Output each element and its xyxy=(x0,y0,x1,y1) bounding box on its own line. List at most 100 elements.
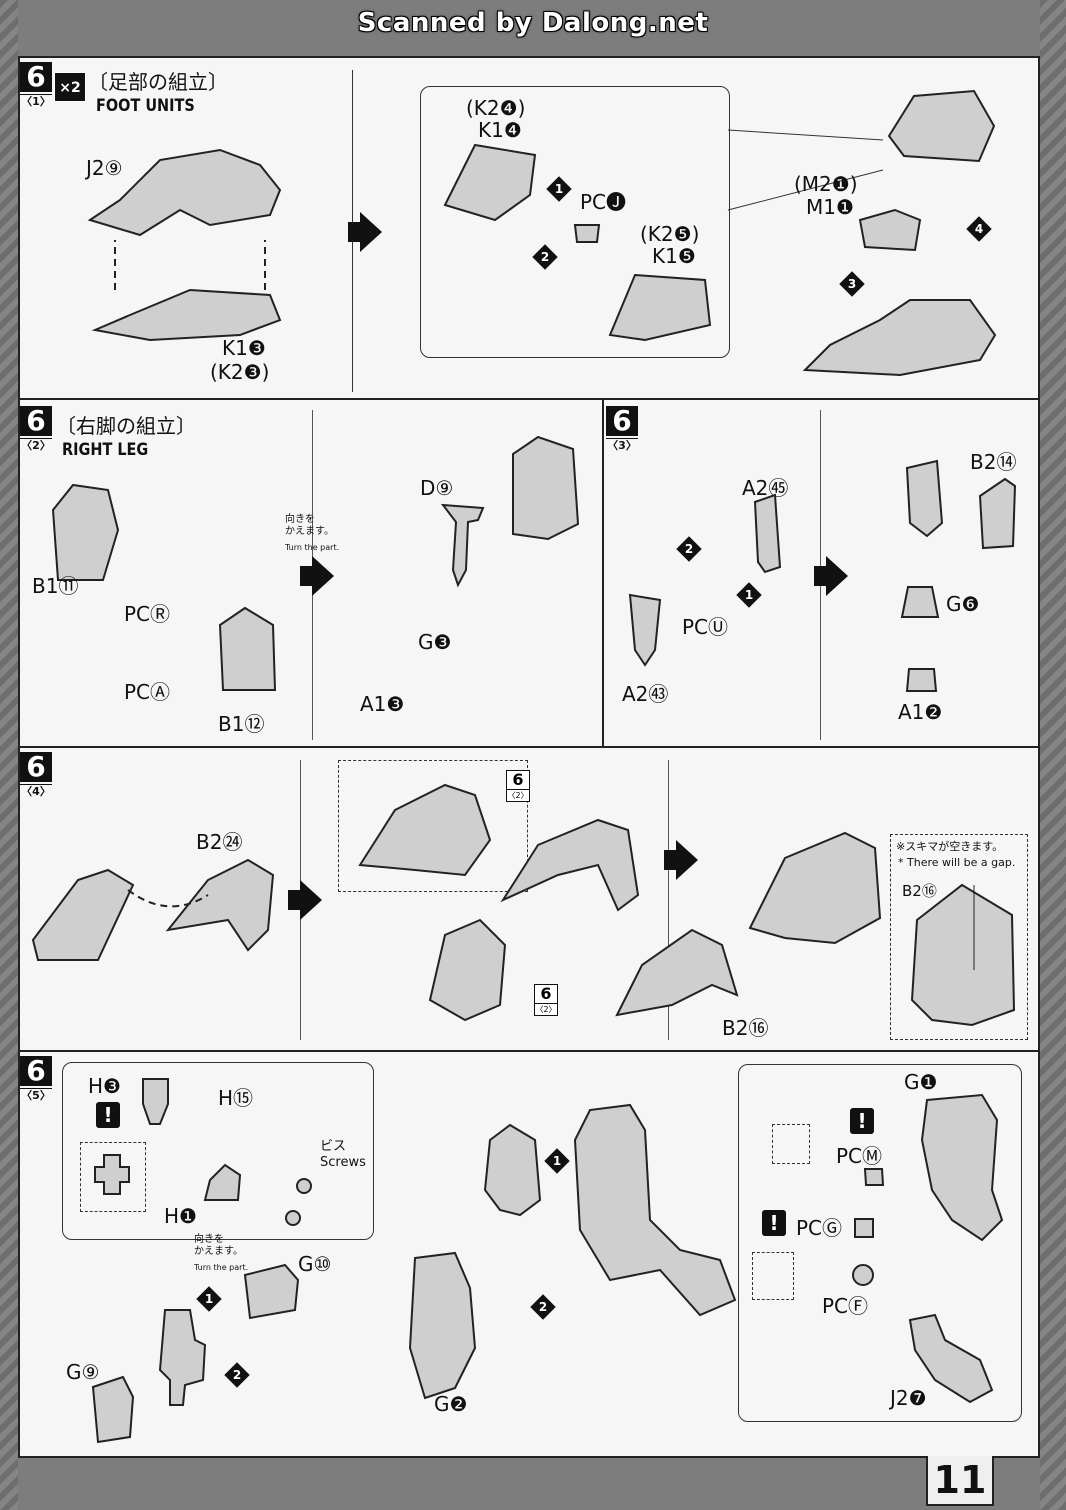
part-label-a2-45: A2㊺ xyxy=(742,476,789,500)
part-label-k2-5: (K2❺) xyxy=(640,222,700,246)
divider-1 xyxy=(18,398,1038,400)
part-label-b2-24: B2㉔ xyxy=(196,830,243,854)
section-title-jp: 〔右脚の組立〕 xyxy=(56,414,196,438)
turn-note-en: Turn the part. xyxy=(285,543,340,552)
warning-icon: ! xyxy=(96,1102,120,1128)
divider-2 xyxy=(18,746,1038,748)
leg-subassembly xyxy=(358,783,492,877)
part-label-pc-u: PCⓊ xyxy=(682,615,729,639)
ankle-guard-part xyxy=(753,493,782,574)
pc-m-part xyxy=(863,1168,885,1186)
screw-icon xyxy=(296,1178,312,1194)
order-marker-1: 1 xyxy=(736,582,762,608)
foot-cover-part xyxy=(608,273,712,342)
part-label-pc-a: PCⒶ xyxy=(124,680,171,704)
order-marker-2: 2 xyxy=(532,244,558,270)
part-label-g-2: G❷ xyxy=(434,1392,468,1416)
part-label-pc-m: PCⓂ xyxy=(836,1144,883,1168)
part-label-h-15: H⑮ xyxy=(218,1086,254,1110)
ref-step-6-2: 6〈2〉 xyxy=(506,770,530,802)
section-title-jp: 〔足部の組立〕 xyxy=(88,70,228,94)
part-label-j2-7: J2❼ xyxy=(890,1386,927,1410)
hip-cover-part xyxy=(615,928,739,1017)
turn-note-jp: 向きを かえます。 xyxy=(194,1234,243,1257)
warning-detail-box xyxy=(80,1142,146,1212)
hip-shell-part xyxy=(500,818,640,912)
part-label-a2-43: A2㊸ xyxy=(622,682,669,706)
order-marker-1: 1 xyxy=(546,176,572,202)
reference-box xyxy=(338,760,528,892)
assembly-arrows-1 xyxy=(114,240,266,290)
foot-top-part xyxy=(87,148,282,237)
screws-label-jp: ビス xyxy=(320,1139,347,1154)
col-line-2 xyxy=(602,400,604,746)
plate-g9-part xyxy=(91,1375,135,1444)
gap-note-en: * There will be a gap. xyxy=(898,856,1016,869)
warning-icon: ! xyxy=(762,1210,786,1236)
leader-line xyxy=(727,129,884,211)
order-marker-4: 4 xyxy=(966,216,992,242)
order-marker-1: 1 xyxy=(544,1148,570,1174)
foot-side-part xyxy=(443,143,537,222)
process-arrow xyxy=(814,556,848,596)
pc-m-detail-box xyxy=(772,1124,810,1164)
detail-inset xyxy=(62,1062,374,1240)
order-marker-2: 2 xyxy=(530,1294,556,1320)
process-arrow xyxy=(300,556,334,596)
shin-cover-part xyxy=(978,477,1017,550)
col-line-6 xyxy=(668,760,669,1040)
turn-note-en: Turn the part. xyxy=(194,1263,249,1272)
part-label-h-3: H❸ xyxy=(88,1074,121,1098)
part-label-k2-4: (K2❹) xyxy=(466,96,526,120)
part-label-g-1: G❶ xyxy=(904,1070,938,1094)
part-label-b2-16-b: B2⑯ xyxy=(902,882,937,900)
foot-bottom-part xyxy=(91,288,282,342)
foot-assembled-part xyxy=(802,299,997,377)
leg-half-part xyxy=(428,918,507,1022)
turn-note-jp: 向きを かえます。 xyxy=(285,514,334,537)
bracket-part xyxy=(94,1154,130,1195)
step-sub: 〈4〉 xyxy=(20,784,52,798)
pc-part xyxy=(573,224,601,243)
part-label-b1-11: B1⑪ xyxy=(32,574,79,598)
part-label-m2-1: (M2❶) xyxy=(794,172,858,196)
part-label-pc-j: PC🅙 xyxy=(580,190,627,214)
pc-f-part xyxy=(852,1264,874,1286)
page-number: 11 xyxy=(926,1456,994,1506)
part-label-pc-r: PCⓇ xyxy=(124,602,171,626)
section-title-en: RIGHT LEG xyxy=(62,440,149,460)
step-sub: 〈5〉 xyxy=(20,1088,52,1102)
ankle-frame-part xyxy=(158,1309,207,1406)
step-number: 6 xyxy=(20,62,52,92)
joint-a1-part xyxy=(905,668,938,692)
thigh-part xyxy=(512,435,580,541)
lower-leg-part xyxy=(905,459,944,538)
part-label-d-9: D⑨ xyxy=(420,476,454,500)
part-label-k1-4: K1❹ xyxy=(478,118,522,142)
gap-note-box xyxy=(890,834,1028,1040)
frame-g2-part xyxy=(408,1251,477,1400)
part-label-b2-16: B2⑯ xyxy=(722,1016,769,1040)
step-number: 6 xyxy=(20,406,52,436)
part-label-b1-12: B1⑫ xyxy=(218,712,265,736)
step-number: 6 xyxy=(606,406,638,436)
step-number: 6 xyxy=(20,752,52,782)
section-title-en: FOOT UNITS xyxy=(96,96,195,116)
right-texture xyxy=(1040,0,1066,1510)
knee-cover-part xyxy=(218,606,277,691)
joint-h3-part xyxy=(142,1078,169,1125)
part-label-a1-3: A1❸ xyxy=(360,692,405,716)
detail-inset xyxy=(420,86,730,358)
foot-tip-part xyxy=(908,1313,994,1404)
gap-note-jp: ※スキマが空きます。 xyxy=(896,840,1004,853)
process-arrow xyxy=(288,880,322,920)
joint-h1-part xyxy=(203,1163,242,1201)
part-label-b2-14: B2⑭ xyxy=(970,450,1017,474)
knee-joint-part xyxy=(440,503,485,588)
part-label-pc-g: PCⒼ xyxy=(796,1216,843,1240)
process-arrow xyxy=(664,840,698,880)
order-marker-2: 2 xyxy=(676,536,702,562)
leg-combined-part xyxy=(748,831,882,945)
part-label-a1-2: A1❷ xyxy=(898,700,943,724)
joint-g6-part xyxy=(900,586,940,618)
